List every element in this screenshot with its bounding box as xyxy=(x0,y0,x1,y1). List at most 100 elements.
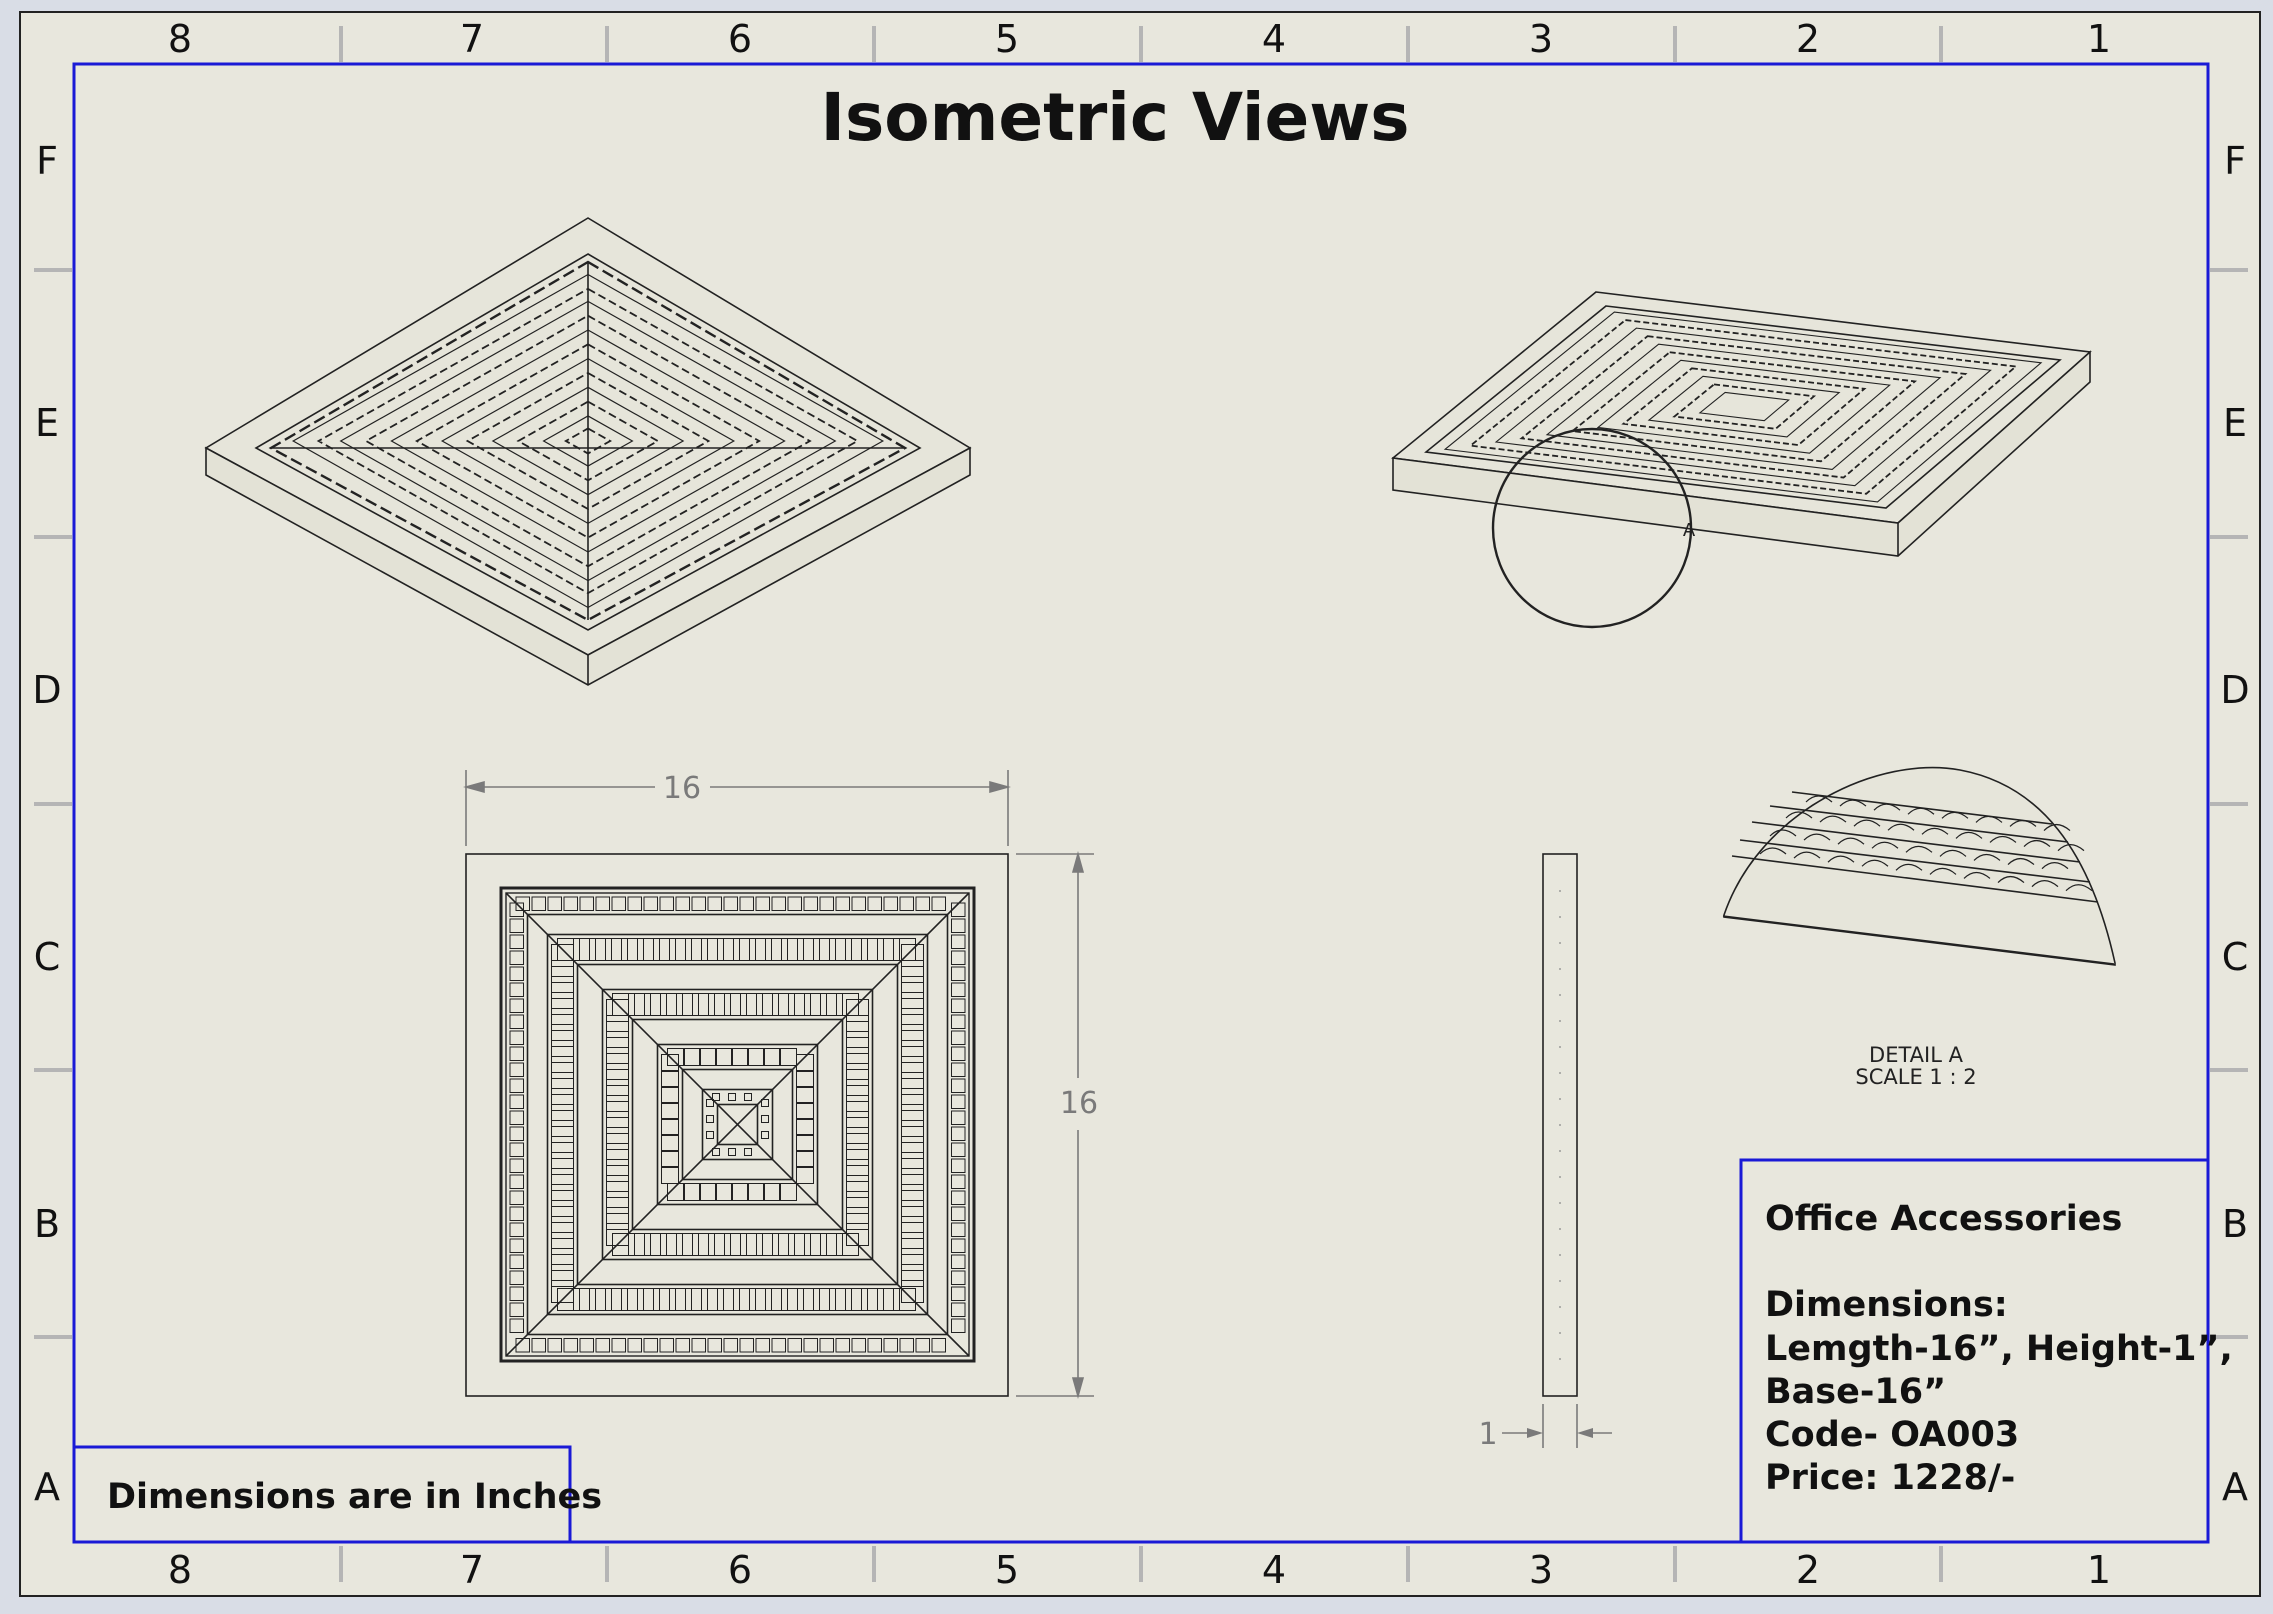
ring-square xyxy=(681,1068,794,1181)
tile-block xyxy=(796,1086,814,1104)
tile-block xyxy=(740,993,763,1016)
detail-roll xyxy=(1895,863,1923,871)
detail-roll xyxy=(1907,807,1935,815)
tile-block xyxy=(739,1338,754,1353)
ring-square xyxy=(601,988,874,1261)
zone-col-label: 2 xyxy=(1796,17,1820,61)
tile-block xyxy=(509,982,524,997)
zone-row-label: D xyxy=(32,668,61,712)
tile-block xyxy=(621,1288,644,1311)
zone-row-label: F xyxy=(36,139,58,183)
tile-block xyxy=(595,896,610,911)
tile-block xyxy=(771,1338,786,1353)
tile-block xyxy=(901,944,924,967)
tile-block xyxy=(756,993,779,1016)
dimensions-line-2: Base-16” xyxy=(1765,1372,1946,1412)
tile-block xyxy=(796,1118,814,1136)
tile-block xyxy=(661,1166,679,1184)
tile-block xyxy=(901,1072,924,1095)
tile-block xyxy=(819,1338,834,1353)
tile-block xyxy=(551,1152,574,1175)
tile-block xyxy=(951,1174,966,1189)
tile-block xyxy=(579,1338,594,1353)
tile-block xyxy=(715,1183,733,1201)
tile-block xyxy=(509,934,524,949)
tile-block xyxy=(740,1233,763,1256)
zone-col-label: 3 xyxy=(1529,17,1553,61)
tile-block xyxy=(797,1288,820,1311)
tile-block xyxy=(951,1110,966,1125)
tile-block xyxy=(509,1110,524,1125)
tile-block xyxy=(915,896,930,911)
tile-block xyxy=(589,1288,612,1311)
tile-block xyxy=(951,934,966,949)
tile-block xyxy=(781,1288,804,1311)
isometric-view-right xyxy=(1391,291,2092,629)
tile-block xyxy=(653,1288,676,1311)
tilt-ring xyxy=(1519,335,1968,479)
tile-block xyxy=(756,1233,779,1256)
tile-block xyxy=(763,1183,781,1201)
tile-block xyxy=(627,1338,642,1353)
tile-block xyxy=(551,1216,574,1239)
detail-roll xyxy=(1955,831,1983,839)
tile-block xyxy=(551,1072,574,1095)
tile-block xyxy=(643,1338,658,1353)
tile-block xyxy=(606,1143,629,1166)
tile-block xyxy=(846,1111,869,1134)
tile-block xyxy=(606,1127,629,1150)
tile-block xyxy=(509,998,524,1013)
detail-a-view xyxy=(1722,766,2116,966)
tile-block xyxy=(708,1233,731,1256)
tile-block xyxy=(661,1102,679,1120)
tile-block xyxy=(627,896,642,911)
tile-block xyxy=(660,1233,683,1256)
tile-block xyxy=(509,1238,524,1253)
tile-block xyxy=(951,1270,966,1285)
tile-block xyxy=(846,1207,869,1230)
tile-block xyxy=(628,993,651,1016)
tile-block xyxy=(765,938,788,961)
tile-block xyxy=(683,1183,701,1201)
zone-row-label: A xyxy=(2222,1465,2248,1509)
tile-block xyxy=(712,1148,720,1156)
ring-square xyxy=(631,1018,844,1231)
tile-block xyxy=(551,1024,574,1047)
tile-block xyxy=(531,1338,546,1353)
tile-block xyxy=(551,1136,574,1159)
tile-block xyxy=(509,1078,524,1093)
tile-block xyxy=(951,1078,966,1093)
zone-col-label: 7 xyxy=(460,1548,484,1592)
tile-block xyxy=(779,1183,797,1201)
tile-block xyxy=(685,1288,708,1311)
tile-block xyxy=(551,1040,574,1063)
ring-square xyxy=(701,1088,774,1161)
tile-block xyxy=(509,1302,524,1317)
tile-block xyxy=(761,1099,769,1107)
detail-roll xyxy=(2043,823,2071,832)
units-note: Dimensions are in Inches xyxy=(107,1477,602,1517)
tile-block xyxy=(551,992,574,1015)
tile-block xyxy=(557,1288,580,1311)
tile-block xyxy=(901,1200,924,1223)
detail-roll xyxy=(2057,844,2085,852)
detail-roll xyxy=(2065,884,2093,892)
tile-block xyxy=(749,1288,772,1311)
tile-block xyxy=(509,1094,524,1109)
zone-col-label: 8 xyxy=(168,17,192,61)
tile-block xyxy=(846,1191,869,1214)
detail-roll xyxy=(1871,841,1899,849)
zone-row-label: E xyxy=(35,401,59,445)
tile-block xyxy=(803,896,818,911)
tile-block xyxy=(509,1254,524,1269)
detail-roll xyxy=(1941,811,1969,819)
tile-block xyxy=(551,1008,574,1031)
tile-block xyxy=(612,1233,635,1256)
tile-block xyxy=(661,1086,679,1104)
tile-block xyxy=(829,1288,852,1311)
tile-block xyxy=(787,896,802,911)
top-width-dimension: 16 xyxy=(663,771,701,806)
tile-block xyxy=(733,1288,756,1311)
tile-block xyxy=(637,938,660,961)
top-view xyxy=(465,853,1009,1397)
